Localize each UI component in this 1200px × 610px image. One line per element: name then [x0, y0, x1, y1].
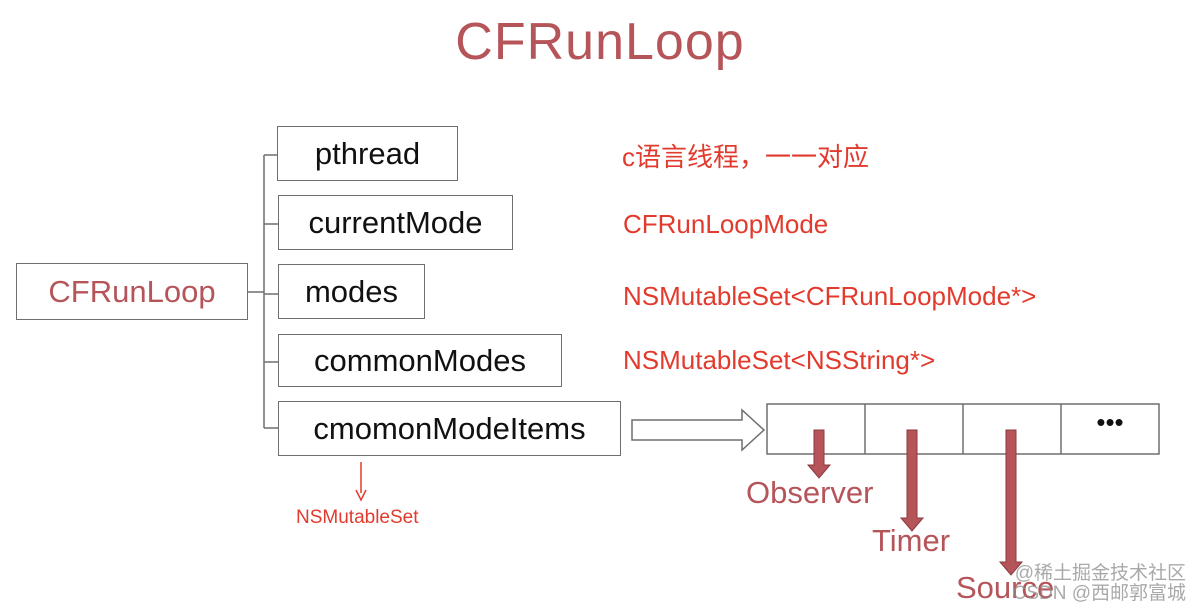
member-box-currentmode: currentMode	[278, 195, 513, 250]
watermark-line: @稀土掘金技术社区	[1014, 563, 1186, 584]
member-label: modes	[304, 273, 399, 309]
note-pthread: c语言线程，一一对应	[622, 142, 870, 172]
root-box: CFRunLoop	[16, 263, 248, 320]
diagram-title: CFRunLoop	[455, 13, 745, 71]
root-label: CFRunLoop	[48, 273, 216, 309]
timer-arrow	[899, 429, 925, 532]
source-arrow	[998, 429, 1024, 576]
watermark: @稀土掘金技术社区 CSDN @西邮郭富城	[1013, 564, 1186, 604]
cell-ellipsis: •••	[1096, 407, 1124, 437]
label-observer: Observer	[746, 475, 874, 510]
watermark-line: CSDN @西邮郭富城	[1012, 583, 1186, 604]
member-label: currentMode	[308, 204, 483, 240]
hollow-arrow	[631, 408, 766, 452]
label-timer: Timer	[872, 523, 951, 558]
bracket-line	[248, 154, 278, 429]
note-currentmode: CFRunLoopMode	[623, 209, 829, 239]
label-source: Source	[956, 570, 1055, 605]
observer-arrow	[806, 429, 832, 479]
member-label: pthread	[314, 135, 421, 171]
type-arrow-head	[355, 489, 367, 502]
member-label: cmomonModeItems	[313, 410, 586, 446]
note-items-type: NSMutableSet	[296, 507, 419, 528]
member-box-commonmodes: commonModes	[278, 334, 562, 387]
member-box-cmomonmodeitems: cmomonModeItems	[278, 401, 621, 456]
note-commonmodes: NSMutableSet<NSString*>	[623, 345, 936, 375]
member-box-modes: modes	[278, 264, 425, 319]
member-box-pthread: pthread	[277, 126, 458, 181]
note-modes: NSMutableSet<CFRunLoopMode*>	[623, 281, 1037, 311]
member-label: commonModes	[314, 342, 526, 378]
